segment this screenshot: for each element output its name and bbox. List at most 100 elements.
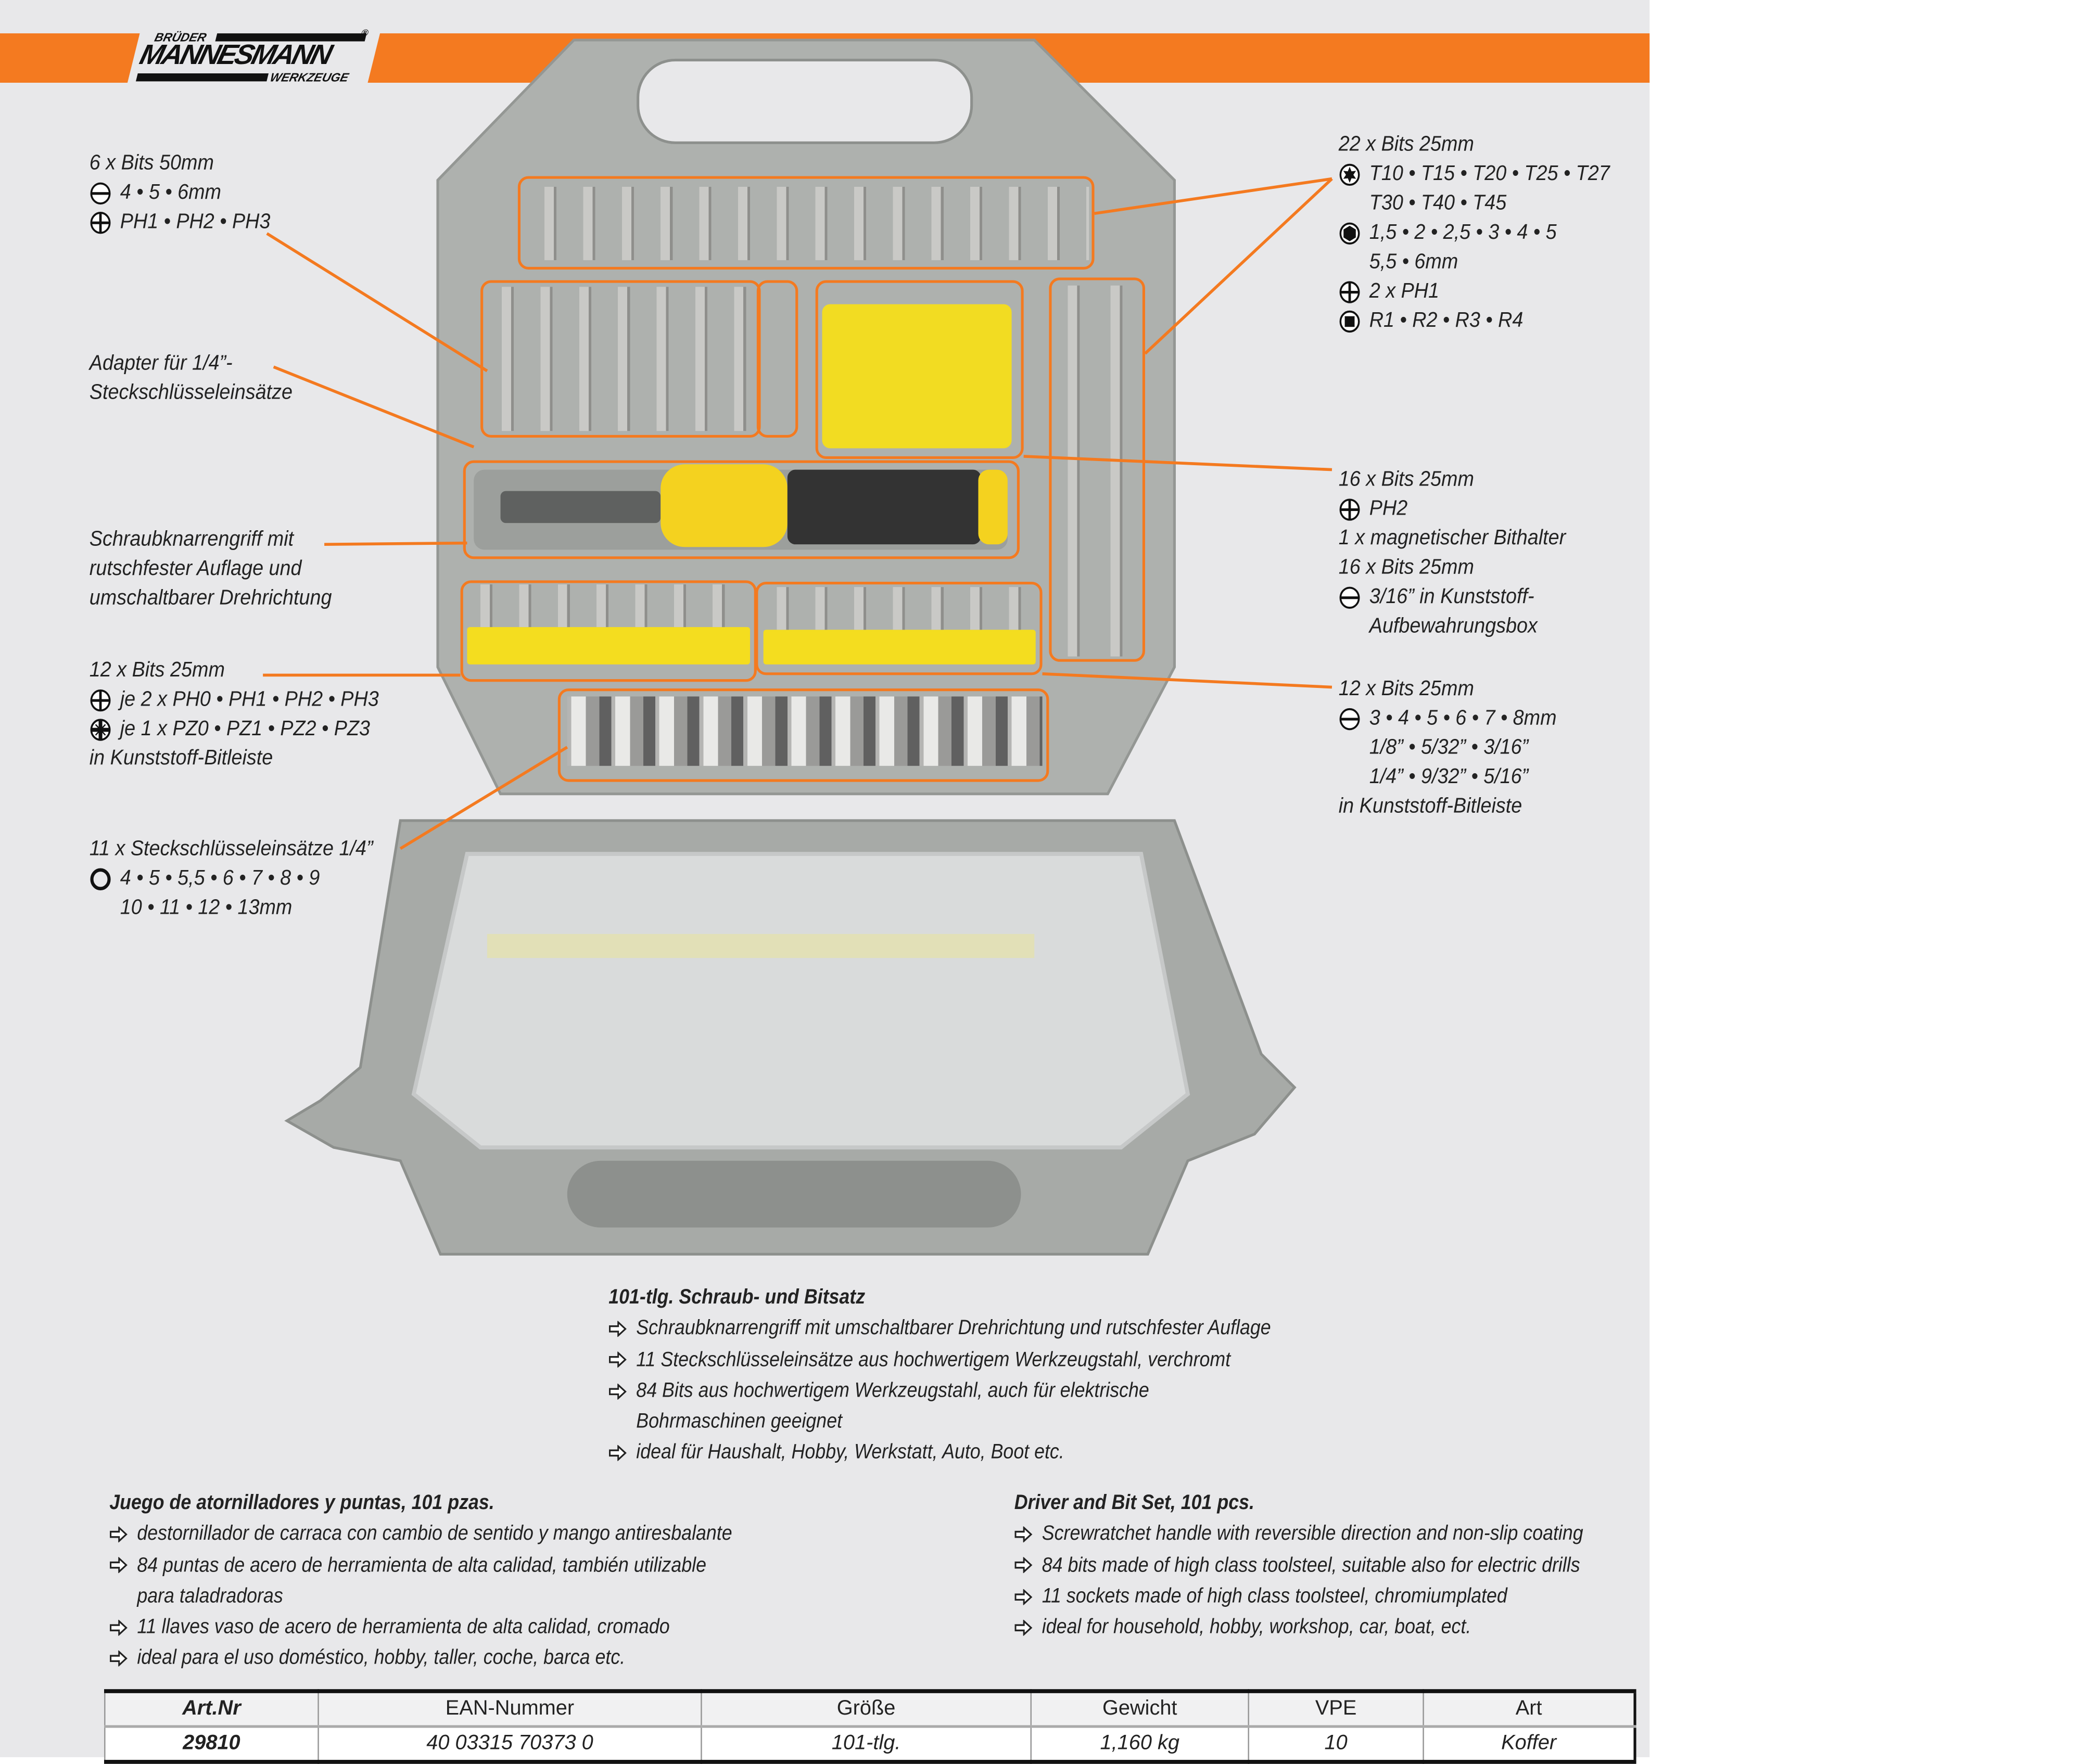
cell-size: 101-tlg.: [701, 1726, 1031, 1762]
case-lid-window: [411, 852, 1190, 1149]
annotation-line: 1/4” • 9/32” • 5/16”: [1369, 765, 1529, 789]
slotted-icon: [1339, 708, 1360, 731]
bullet-item: 84 bits made of high class toolsteel, su…: [1014, 1550, 1583, 1581]
leader-line: [1144, 177, 1333, 355]
annotation-line: rutschfester Auflage und: [89, 557, 302, 581]
annotation-title: 22 x Bits 25mm: [1338, 133, 1474, 156]
header-art-nr: Art.Nr: [104, 1691, 319, 1728]
annotation-adapter: Adapter für 1/4”-Steckschlüsseleinsätze: [90, 350, 293, 408]
bullet-item: 11 sockets made of high class toolsteel,…: [1014, 1581, 1583, 1612]
annotation-title: Schraubknarrengriff mit: [89, 528, 294, 551]
bullet-item: ideal para el uso doméstico, hobby, tall…: [109, 1643, 732, 1674]
arrow-bullet-icon: [1014, 1526, 1033, 1542]
table-row: 29810 40 03315 70373 0 101-tlg. 1,160 kg…: [104, 1726, 1635, 1762]
compartment-outline: [1049, 277, 1145, 662]
leader-line: [266, 232, 488, 373]
annotation-line: 1,5 • 2 • 2,5 • 3 • 4 • 5: [1339, 219, 1610, 248]
annotation-line: je 2 x PH0 • PH1 • PH2 • PH3: [90, 686, 379, 715]
cell-type: Koffer: [1423, 1726, 1635, 1762]
annotation-line: 1/8” • 5/32” • 3/16”: [1369, 736, 1529, 759]
arrow-bullet-icon: [110, 1651, 128, 1667]
header-vpe: VPE: [1248, 1691, 1424, 1728]
leader-line: [1023, 455, 1332, 471]
ratchet-grip-black: [787, 469, 981, 545]
annotation-line: in Kunststoff-Bitleiste: [89, 747, 273, 770]
bullet-item: ideal for household, hobby, workshop, ca…: [1014, 1612, 1583, 1643]
strip-bits-left: [467, 584, 751, 628]
bullet-continuation: Bohrmaschinen geeignet: [636, 1410, 843, 1434]
annotation-line: 2 x PH1: [1339, 277, 1610, 306]
table-header-row: Art.Nr EAN-Nummer Größe Gewicht VPE Art: [104, 1691, 1635, 1728]
annotation-line: 3 • 4 • 5 • 6 • 7 • 8mm: [1339, 705, 1557, 734]
description-english: Driver and Bit Set, 101 pcs. Screwratchet…: [1014, 1488, 1583, 1643]
phillips-icon: [90, 212, 111, 234]
annotation-line: Aufbewahrungsbox: [1369, 615, 1538, 638]
right-yellow-bit-strip: [763, 630, 1036, 664]
annotation-line: 10 • 11 • 12 • 13mm: [120, 897, 293, 919]
bullet-item: 84 puntas de acero de herramienta de alt…: [109, 1550, 732, 1581]
leader-line: [1094, 177, 1332, 215]
annotation-title: 12 x Bits 25mm: [89, 659, 225, 682]
header-size: Größe: [701, 1691, 1031, 1728]
annotation-line: PH1 • PH2 • PH3: [90, 208, 270, 237]
bullet-item: ideal für Haushalt, Hobby, Werkstatt, Au…: [608, 1438, 1271, 1469]
arrow-bullet-icon: [110, 1557, 128, 1574]
annotation-title: 12 x Bits 25mm: [1338, 678, 1474, 701]
left-yellow-bit-strip: [467, 627, 751, 664]
annotation-line: T10 • T15 • T20 • T25 • T27: [1339, 160, 1610, 189]
leader-line: [399, 746, 568, 850]
description-spanish: Juego de atornilladores y puntas, 101 pz…: [109, 1488, 732, 1674]
pozidriv-icon: [90, 719, 111, 741]
bullet-item: destornillador de carraca con cambio de …: [109, 1519, 732, 1550]
annotation-title: Adapter für 1/4”-: [89, 352, 233, 375]
bullet-item: 11 llaves vaso de acero de herramienta d…: [109, 1612, 732, 1643]
annotation-sockets: 11 x Steckschlüsseleinsätze 1/4” 4 • 5 • …: [90, 835, 373, 923]
annotation-line: 1 x magnetischer Bithalter: [1338, 527, 1566, 550]
ratchet-end-cap: [978, 469, 1008, 545]
cell-weight: 1,160 kg: [1030, 1726, 1249, 1762]
socket-row: [567, 696, 1043, 766]
description-title: Driver and Bit Set, 101 pcs.: [1014, 1491, 1254, 1515]
annotation-line: je 1 x PZ0 • PZ1 • PZ2 • PZ3: [90, 715, 379, 744]
annotation-line: 4 • 5 • 5,5 • 6 • 7 • 8 • 9: [90, 865, 373, 894]
bullet-item: Screwratchet handle with reversible dire…: [1014, 1519, 1583, 1550]
bullet-continuation: para taladradoras: [137, 1584, 283, 1608]
annotation-bits-strip-left: 12 x Bits 25mm je 2 x PH0 • PH1 • PH2 • P…: [90, 657, 379, 774]
annotation-title: 11 x Steckschlüsseleinsätze 1/4”: [89, 838, 373, 861]
compartment-outline: [463, 460, 1020, 559]
bullet-item: 84 Bits aus hochwertigem Werkzeugstahl, …: [608, 1375, 1271, 1407]
bullet-item: Schraubknarrengriff mit umschaltbarer Dr…: [608, 1313, 1271, 1345]
annotation-line: 4 • 5 • 6mm: [90, 179, 271, 208]
arrow-bullet-icon: [609, 1445, 627, 1462]
arrow-bullet-icon: [1014, 1557, 1033, 1574]
arrow-bullet-icon: [1014, 1588, 1033, 1605]
compartment-outline: [460, 580, 757, 682]
annotation-line: in Kunststoff-Bitleiste: [1338, 795, 1522, 818]
article-table: Art.Nr EAN-Nummer Größe Gewicht VPE Art …: [104, 1689, 1636, 1764]
phillips-icon: [90, 689, 111, 712]
cell-art-nr: 29810: [104, 1726, 319, 1762]
long-bits-row: [488, 287, 756, 431]
case-carry-handle-cutout: [637, 58, 973, 144]
description-title: 101-tlg. Schraub- und Bitsatz: [608, 1286, 866, 1309]
annotation-line: R1 • R2 • R3 • R4: [1339, 307, 1610, 336]
yellow-bit-box: [822, 304, 1012, 449]
lid-handle: [567, 1160, 1021, 1228]
socket-icon: [90, 868, 111, 891]
header-ean: EAN-Nummer: [318, 1691, 702, 1728]
arrow-bullet-icon: [609, 1383, 627, 1399]
header-weight: Gewicht: [1030, 1691, 1249, 1728]
cell-ean: 40 03315 70373 0: [318, 1726, 702, 1762]
leader-line: [324, 541, 467, 546]
slotted-icon: [1339, 586, 1360, 609]
compartment-outline: [755, 581, 1043, 675]
annotation-line: 5,5 • 6mm: [1369, 251, 1458, 274]
phillips-icon: [1339, 281, 1360, 303]
right-bit-column: [1054, 285, 1140, 657]
